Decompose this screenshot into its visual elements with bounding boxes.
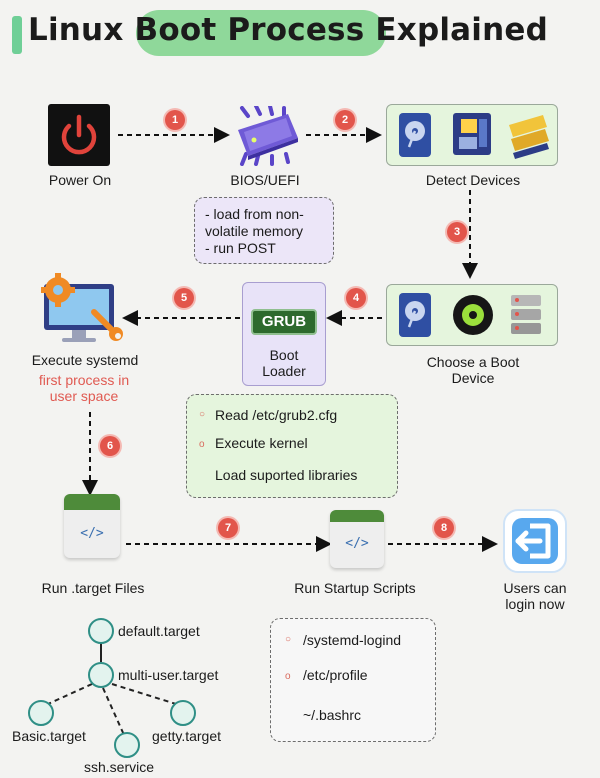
- step-badge-7: 7: [218, 518, 238, 538]
- grub-note-text-3: Load suported libraries: [215, 467, 358, 483]
- tree-edge-getty: [111, 683, 177, 705]
- boot-loader-box: GRUB Boot Loader: [242, 282, 326, 386]
- grub-note-item-2: o Execute kernel: [199, 427, 387, 459]
- step-badge-2: 2: [335, 110, 355, 130]
- run-scripts-label: Run Startup Scripts: [294, 580, 416, 596]
- title-part-1: Linux: [28, 12, 124, 48]
- bios-note-line-3: - run POST: [205, 240, 276, 256]
- run-target-label: Run .target Files: [41, 580, 145, 596]
- title-accent-bar: [12, 16, 22, 54]
- grub-note-item-1: ○ Read /etc/grub2.cfg: [199, 403, 387, 427]
- boot-loader-label-line-2: Loader: [262, 363, 306, 379]
- step-badge-8: 8: [434, 518, 454, 538]
- hdd-icon: [399, 293, 431, 337]
- grub-note-text-2: Execute kernel: [215, 435, 308, 451]
- tree-edge-basic: [47, 683, 93, 705]
- boot-loader-label-line-1: Boot: [269, 347, 299, 363]
- tree-edge-ssh: [102, 687, 125, 736]
- step-badge-3: 3: [447, 222, 467, 242]
- choose-device-label-line-2: Device: [451, 370, 495, 386]
- choose-device-label-line-1: Choose a Boot: [426, 354, 520, 370]
- chip-icon: [228, 104, 306, 171]
- code-glyph: </>: [80, 526, 104, 541]
- detect-devices-box: [386, 104, 558, 166]
- scripts-note-text-2: /etc/profile: [303, 667, 368, 683]
- systemd-note-line-1: first process in: [38, 372, 130, 388]
- users-login-label-line-1: Users can: [503, 580, 567, 596]
- bullet-icon: o: [285, 671, 291, 682]
- scripts-note-text-1: /systemd-logind: [303, 632, 402, 648]
- choose-device-label: Choose a Boot Device: [400, 354, 546, 386]
- boot-device-box: [386, 284, 558, 346]
- tree-node-ssh: [114, 732, 140, 758]
- power-on-label: Power On: [48, 172, 112, 188]
- bullet-icon: ○: [285, 634, 292, 645]
- boot-loader-label: Boot Loader: [243, 347, 325, 379]
- bios-note: - load from non- volatile memory - run P…: [194, 197, 334, 264]
- bios-note-line-2: volatile memory: [205, 223, 304, 239]
- multi-user-target-label: multi-user.target: [118, 667, 219, 683]
- bullet-icon: o: [199, 439, 205, 450]
- tree-node-multi-user: [88, 662, 114, 688]
- scripts-note-text-3: ~/.bashrc: [303, 707, 361, 723]
- step-badge-5: 5: [174, 288, 194, 308]
- users-login-label-line-2: login now: [505, 596, 565, 612]
- bullet-icon: ○: [199, 409, 206, 420]
- basic-target-label: Basic.target: [12, 728, 86, 744]
- power-icon: [48, 104, 110, 166]
- scripts-note: ○ /systemd-logind o /etc/profile ~/.bash…: [270, 618, 436, 742]
- systemd-monitor-icon: [36, 272, 126, 349]
- grub-note: ○ Read /etc/grub2.cfg o Execute kernel L…: [186, 394, 398, 498]
- users-login-label: Users can login now: [470, 580, 600, 612]
- bios-label: BIOS/UEFI: [230, 172, 300, 188]
- detect-devices-label: Detect Devices: [425, 172, 521, 188]
- systemd-note-line-2: user space: [49, 388, 119, 404]
- grub-note-item-3: Load suported libraries: [215, 459, 387, 491]
- tree-node-basic: [28, 700, 54, 726]
- tree-node-default: [88, 618, 114, 644]
- tree-node-getty: [170, 700, 196, 726]
- scripts-note-item-3: ~/.bashrc: [303, 695, 425, 735]
- ssh-service-label: ssh.service: [84, 759, 155, 775]
- grub-badge: GRUB: [251, 309, 317, 335]
- disc-icon: [453, 295, 493, 335]
- ram-icon: [509, 115, 549, 159]
- systemd-label: Execute systemd: [31, 352, 139, 368]
- title-highlight: [136, 10, 386, 56]
- login-icon: [500, 506, 570, 581]
- step-badge-6: 6: [100, 436, 120, 456]
- title-highlight-text: Boot Process: [134, 12, 365, 48]
- title-part-2: Explained: [375, 12, 548, 48]
- script-file-icon: </>: [330, 510, 384, 568]
- scripts-note-item-1: ○ /systemd-logind: [285, 625, 425, 655]
- server-icon: [511, 295, 541, 334]
- getty-target-label: getty.target: [152, 728, 222, 744]
- target-file-icon: </>: [64, 494, 120, 558]
- motherboard-icon: [453, 113, 491, 155]
- grub-note-text-1: Read /etc/grub2.cfg: [215, 407, 338, 423]
- gear-icon: [41, 273, 75, 307]
- step-badge-1: 1: [165, 110, 185, 130]
- systemd-note: first process in user space: [14, 372, 154, 404]
- step-badge-4: 4: [346, 288, 366, 308]
- bios-note-line-1: - load from non-: [205, 206, 304, 222]
- default-target-label: default.target: [118, 623, 200, 639]
- code-glyph: </>: [345, 536, 369, 551]
- hdd-icon: [399, 113, 431, 157]
- wrench-icon: [91, 309, 123, 341]
- page-title: Linux Boot Process Explained: [28, 12, 548, 48]
- scripts-note-item-2: o /etc/profile: [285, 655, 425, 695]
